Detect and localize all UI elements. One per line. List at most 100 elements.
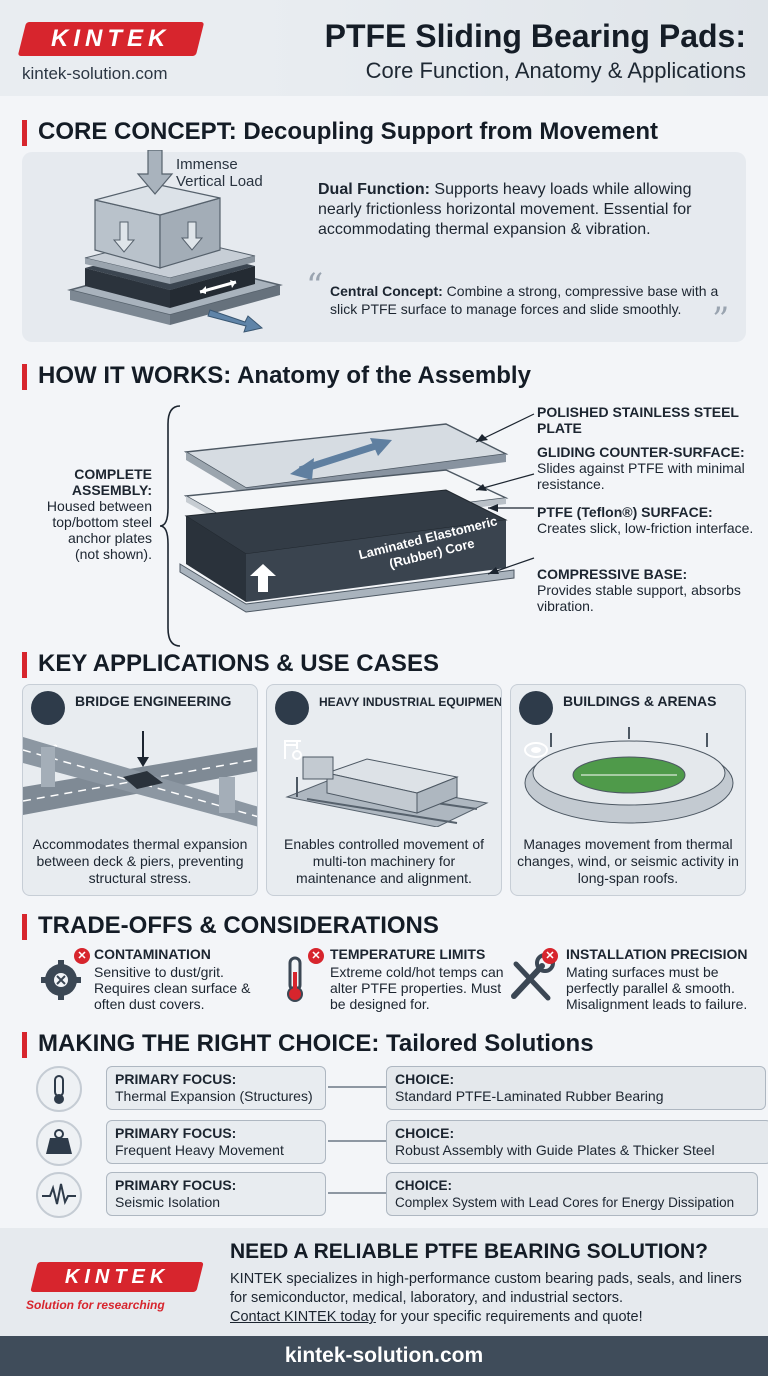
app-card-bridge: BRIDGE ENGINEERING Accommodates thermal …	[22, 684, 258, 896]
annotation-text: Provides stable support, absorbs vibrati…	[537, 582, 741, 614]
choice-value: Standard PTFE-Laminated Rubber Bearing	[395, 1088, 664, 1104]
stadium-icon	[519, 691, 553, 758]
cta-body-after: for your specific requirements and quote…	[375, 1309, 643, 1325]
app-card-industrial: HEAVY INDUSTRIAL EQUIPMENT Enables contr…	[266, 684, 502, 896]
choice-row-heavy: PRIMARY FOCUS:Frequent Heavy Movement CH…	[36, 1120, 768, 1166]
annotation-text: Creates slick, low-friction interface.	[537, 520, 754, 536]
app-desc: Enables controlled movement of multi-ton…	[284, 836, 484, 886]
focus-label: PRIMARY FOCUS:	[115, 1125, 237, 1141]
focus-value: Seismic Isolation	[115, 1194, 221, 1210]
warning-x-icon: ✕	[74, 948, 90, 964]
header-url[interactable]: kintek-solution.com	[22, 64, 168, 83]
annotation-ptfe-surface: PTFE (Teflon®) SURFACE:Creates slick, lo…	[537, 504, 757, 536]
cta-title: NEED A RELIABLE PTFE BEARING SOLUTION?	[230, 1240, 708, 1263]
assembly-bracket	[160, 405, 181, 647]
choice-box: CHOICE: Complex System with Lead Cores fo…	[386, 1172, 758, 1216]
crane-gear-icon	[275, 691, 309, 760]
load-label: Immense Vertical Load	[176, 156, 263, 190]
gear-icon	[41, 960, 81, 1000]
bearing-load-illustration	[67, 150, 283, 333]
focus-box: PRIMARY FOCUS:Frequent Heavy Movement	[106, 1120, 326, 1164]
cta-kintek-logo[interactable]: KINTEK	[30, 1262, 204, 1292]
choice-box: CHOICE:Standard PTFE-Laminated Rubber Be…	[386, 1066, 766, 1110]
section-heading-how: HOW IT WORKS: Anatomy of the Assembly	[22, 362, 531, 390]
assembly-title: COMPLETE ASSEMBLY:	[71, 466, 152, 498]
trade-installation: ✕ INSTALLATION PRECISION Mating surfaces…	[508, 946, 758, 1016]
focus-value: Thermal Expansion (Structures)	[115, 1088, 313, 1104]
close-quote-icon: ”	[712, 300, 730, 340]
annotation-steel-plate: POLISHED STAINLESS STEEL PLATE	[537, 404, 757, 436]
section-heading-choice: MAKING THE RIGHT CHOICE: Tailored Soluti…	[22, 1030, 594, 1058]
kintek-logo[interactable]: KINTEK	[17, 22, 205, 56]
bridge-illustration	[23, 731, 257, 827]
open-quote-icon: “	[306, 266, 324, 306]
central-label: Central Concept:	[330, 283, 443, 299]
choice-value: Complex System with Lead Cores for Energ…	[395, 1195, 735, 1210]
choice-label: CHOICE:	[395, 1178, 452, 1193]
app-card-buildings: BUILDINGS & ARENAS Manages movement from…	[510, 684, 746, 896]
cta-body: KINTEK specializes in high-performance c…	[230, 1271, 742, 1306]
complete-assembly-note: COMPLETE ASSEMBLY:Housed between top/bot…	[40, 466, 152, 562]
weight-icon	[36, 1120, 82, 1166]
annotation-compressive-base: COMPRESSIVE BASE:Provides stable support…	[537, 566, 757, 614]
cta-tagline: Solution for researching	[26, 1298, 165, 1312]
annotation-title: POLISHED STAINLESS STEEL PLATE	[537, 404, 739, 436]
annotation-text: Slides against PTFE with minimal resista…	[537, 460, 745, 492]
trade-contamination: ✕ CONTAMINATION Sensitive to dust/grit. …	[36, 946, 286, 1016]
bearing-exploded-illustration	[179, 413, 535, 613]
app-desc: Accommodates thermal expansion between d…	[32, 836, 248, 886]
trade-temperature: ✕ TEMPERATURE LIMITS Extreme cold/hot te…	[284, 946, 534, 1016]
choice-label: CHOICE:	[395, 1071, 455, 1087]
assembly-text: Housed between top/bottom steel anchor p…	[46, 498, 152, 562]
focus-value: Frequent Heavy Movement	[115, 1142, 284, 1158]
choice-label: CHOICE:	[395, 1125, 455, 1141]
app-title: HEAVY INDUSTRIAL EQUIPMENT	[319, 695, 502, 709]
bridge-icon	[31, 691, 65, 756]
central-concept-text: Central Concept: Combine a strong, compr…	[330, 282, 730, 318]
focus-box: PRIMARY FOCUS:Seismic Isolation	[106, 1172, 326, 1216]
stadium-illustration	[524, 727, 734, 824]
app-title: BUILDINGS & ARENAS	[563, 693, 717, 709]
trade-desc: Mating surfaces must be perfectly parall…	[566, 964, 748, 1012]
choice-row-seismic: PRIMARY FOCUS:Seismic Isolation CHOICE:C…	[36, 1172, 758, 1218]
logo-text: KINTEK	[51, 25, 171, 52]
app-title: BRIDGE ENGINEERING	[75, 693, 232, 709]
annotation-title: GLIDING COUNTER-SURFACE:	[537, 444, 745, 460]
cta-text: KINTEK specializes in high-performance c…	[230, 1270, 760, 1327]
logo-text: KINTEK	[64, 1265, 170, 1288]
central-body: Combine a strong, compressive base with …	[330, 283, 719, 317]
wrench-screwdriver-icon	[511, 953, 555, 1001]
warning-x-icon: ✕	[308, 948, 324, 964]
trade-desc: Extreme cold/hot temps can alter PTFE pr…	[330, 964, 504, 1012]
footer-url[interactable]: kintek-solution.com	[0, 1336, 768, 1376]
trade-title: TEMPERATURE LIMITS	[330, 946, 486, 962]
thermometer-icon	[36, 1066, 82, 1112]
dual-function-text: Dual Function: Supports heavy loads whil…	[318, 180, 738, 240]
section-heading-core: CORE CONCEPT: Decoupling Support from Mo…	[22, 118, 658, 146]
thermometer-icon	[287, 956, 303, 1002]
dual-label: Dual Function:	[318, 181, 430, 198]
focus-box: PRIMARY FOCUS:Thermal Expansion (Structu…	[106, 1066, 326, 1110]
warning-x-icon: ✕	[542, 948, 558, 964]
trade-desc: Sensitive to dust/grit. Requires clean s…	[94, 964, 251, 1012]
contact-link[interactable]: Contact KINTEK today	[230, 1309, 376, 1325]
section-heading-apps: KEY APPLICATIONS & USE CASES	[22, 650, 439, 678]
choice-row-thermal: PRIMARY FOCUS:Thermal Expansion (Structu…	[36, 1066, 766, 1112]
focus-label: PRIMARY FOCUS:	[115, 1177, 237, 1193]
page-title: PTFE Sliding Bearing Pads:	[324, 18, 746, 54]
machinery-illustration	[285, 756, 489, 827]
dual-body: Supports heavy loads while allowing near…	[318, 181, 692, 238]
choice-box: CHOICE:Robust Assembly with Guide Plates…	[386, 1120, 768, 1164]
choice-value: Robust Assembly with Guide Plates & Thic…	[395, 1142, 715, 1158]
annotation-title: COMPRESSIVE BASE:	[537, 566, 688, 582]
app-desc: Manages movement from thermal changes, w…	[517, 836, 739, 886]
header: KINTEK kintek-solution.com PTFE Sliding …	[0, 0, 768, 96]
trade-title: INSTALLATION PRECISION	[566, 946, 748, 962]
focus-label: PRIMARY FOCUS:	[115, 1071, 237, 1087]
seismic-wave-icon	[36, 1172, 82, 1218]
page-subtitle: Core Function, Anatomy & Applications	[365, 58, 746, 83]
section-heading-trade: TRADE-OFFS & CONSIDERATIONS	[22, 912, 439, 940]
annotation-gliding-surface: GLIDING COUNTER-SURFACE:Slides against P…	[537, 444, 757, 492]
trade-title: CONTAMINATION	[94, 946, 211, 962]
annotation-title: PTFE (Teflon®) SURFACE:	[537, 504, 713, 520]
